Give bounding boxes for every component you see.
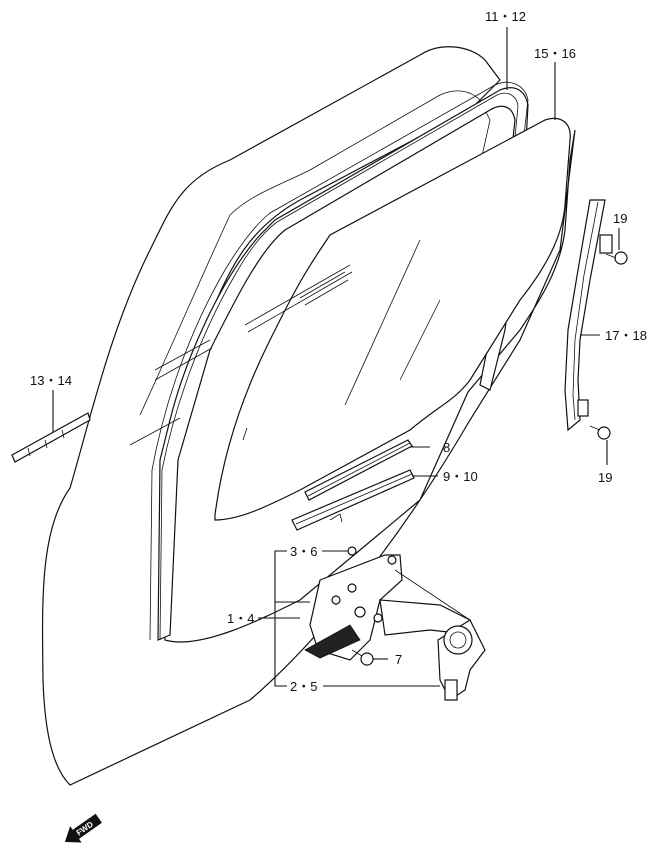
callout-19-top: 19: [613, 211, 627, 226]
outer-weatherstrip: [11, 412, 91, 463]
outer-weatherstrip-detail: [27, 429, 65, 457]
bolt-icon: [351, 649, 374, 666]
regulator-motor: [437, 619, 486, 701]
callout-19-bottom: 19: [598, 470, 612, 485]
door-glass: [214, 117, 571, 521]
callout-15-16: 15・16: [534, 46, 576, 61]
glass-highlight: [399, 299, 441, 381]
callout-2-5: 2・5: [290, 679, 317, 694]
bolt-icon: [605, 251, 628, 265]
rear-channel-inner: [572, 201, 599, 421]
callout-3-6: 3・6: [290, 544, 317, 559]
callout-1-4: 1・4: [227, 611, 254, 626]
rear-channel-bracket: [577, 399, 589, 417]
glass-highlight: [242, 427, 248, 441]
rear-channel-bracket: [599, 234, 613, 254]
lower-channel-9-10: [291, 469, 415, 531]
door-trim-lines: [129, 264, 353, 446]
callout-7: 7: [395, 652, 402, 667]
callout-11-12: 11・12: [485, 9, 526, 24]
door-inner-edge: [139, 90, 491, 416]
glass-highlight: [344, 239, 421, 406]
callout-13-14: 13・14: [30, 373, 72, 388]
door-panel: [41, 46, 576, 786]
rear-channel: [564, 199, 606, 432]
fwd-arrow-icon: FWD: [64, 813, 102, 843]
callout-9-10: 9・10: [443, 469, 478, 484]
glass-run-channel: [149, 81, 529, 641]
bolt-icon: [589, 425, 611, 440]
callout-17-18: 17・18: [605, 328, 647, 343]
window-regulator: [304, 554, 476, 661]
lower-channel-8-detail: [307, 442, 411, 497]
bolt-icon: [347, 546, 357, 556]
window-frame: [157, 87, 529, 641]
callout-8: 8: [443, 440, 450, 455]
lower-channel-9-10-detail: [295, 473, 413, 525]
leader-lines: [52, 27, 620, 687]
glass-run-channel-inner: [159, 92, 519, 641]
